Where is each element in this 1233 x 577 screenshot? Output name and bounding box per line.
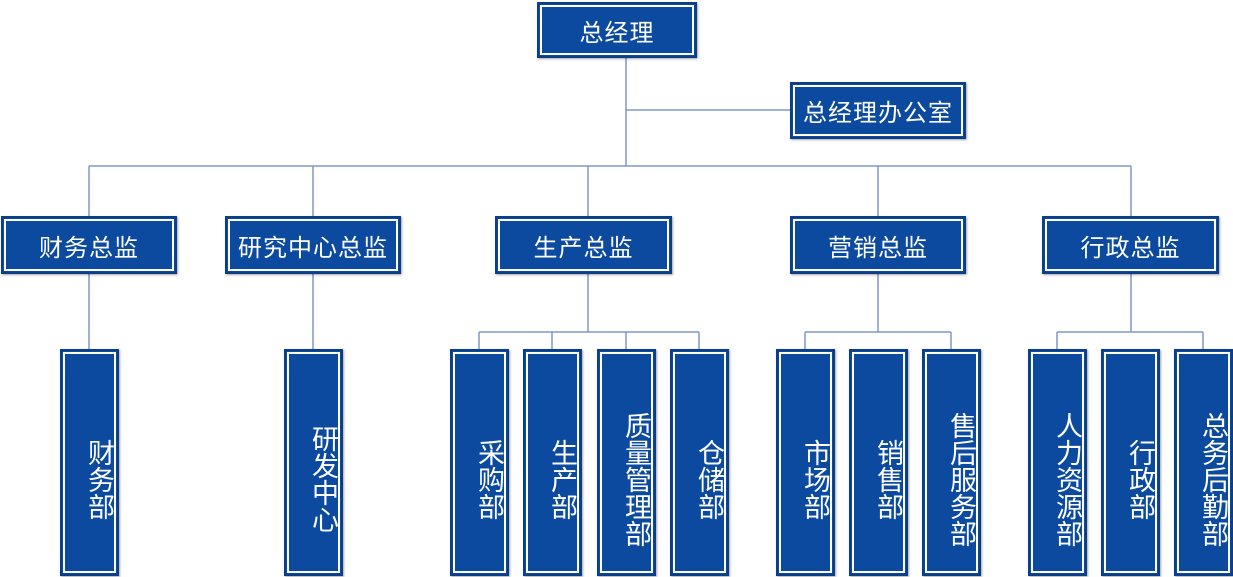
production-dept-label: 生产部 bbox=[546, 438, 577, 520]
production-dept-box: 生产部 bbox=[523, 349, 582, 576]
finance-director-label: 财务总监 bbox=[39, 233, 139, 262]
purchasing-dept-box: 采购部 bbox=[450, 349, 509, 576]
research-director-label: 研究中心总监 bbox=[238, 233, 388, 262]
ceo-office-box: 总经理办公室 bbox=[790, 82, 966, 139]
admin-dept-label: 行政部 bbox=[1124, 438, 1155, 520]
hr-dept-label: 人力资源部 bbox=[1051, 411, 1082, 547]
finance-director-box: 财务总监 bbox=[1, 216, 177, 274]
ceo-box: 总经理 bbox=[537, 2, 697, 58]
ceo-office-label: 总经理办公室 bbox=[803, 99, 953, 127]
research-center-box: 研发中心 bbox=[284, 349, 343, 576]
purchasing-dept-label: 采购部 bbox=[473, 438, 504, 520]
research-director-box: 研究中心总监 bbox=[225, 216, 401, 274]
quality-dept-box: 质量管理部 bbox=[597, 349, 656, 576]
finance-dept-label: 财务部 bbox=[83, 438, 114, 520]
after-sales-dept-label: 售后服务部 bbox=[945, 411, 976, 547]
production-director-label: 生产总监 bbox=[533, 233, 634, 262]
sales-dept-label: 销售部 bbox=[872, 438, 903, 520]
marketing-director-box: 营销总监 bbox=[790, 216, 966, 274]
admin-dept-box: 行政部 bbox=[1101, 349, 1160, 576]
production-director-box: 生产总监 bbox=[495, 216, 672, 274]
sales-dept-box: 销售部 bbox=[849, 349, 908, 576]
admin-director-label: 行政总监 bbox=[1080, 233, 1181, 262]
after-sales-dept-box: 售后服务部 bbox=[922, 349, 981, 576]
marketing-director-label: 营销总监 bbox=[828, 233, 928, 262]
finance-dept-box: 财务部 bbox=[60, 349, 119, 576]
admin-director-box: 行政总监 bbox=[1042, 216, 1219, 274]
market-dept-box: 市场部 bbox=[776, 349, 835, 576]
logistics-dept-label: 总务后勤部 bbox=[1197, 411, 1228, 547]
quality-dept-label: 质量管理部 bbox=[620, 411, 651, 547]
warehouse-dept-label: 仓储部 bbox=[693, 438, 724, 520]
hr-dept-box: 人力资源部 bbox=[1028, 349, 1087, 576]
logistics-dept-box: 总务后勤部 bbox=[1174, 349, 1233, 576]
research-center-label: 研发中心 bbox=[307, 425, 338, 533]
market-dept-label: 市场部 bbox=[799, 438, 830, 520]
warehouse-dept-box: 仓储部 bbox=[670, 349, 729, 576]
ceo-label: 总经理 bbox=[579, 18, 655, 47]
